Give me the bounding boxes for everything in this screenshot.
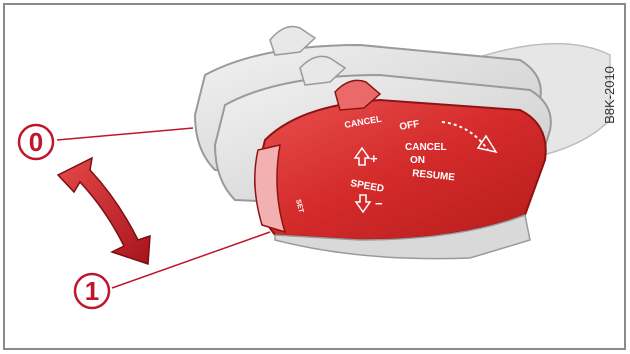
- callout-0-number: 0: [29, 127, 43, 157]
- label-cancel: CANCEL: [405, 142, 447, 153]
- label-minus: −: [375, 196, 383, 211]
- label-on: ON: [410, 155, 425, 166]
- callout-1-number: 1: [85, 276, 99, 306]
- label-plus: +: [370, 151, 378, 166]
- figure-code: B8K-2010: [602, 66, 617, 124]
